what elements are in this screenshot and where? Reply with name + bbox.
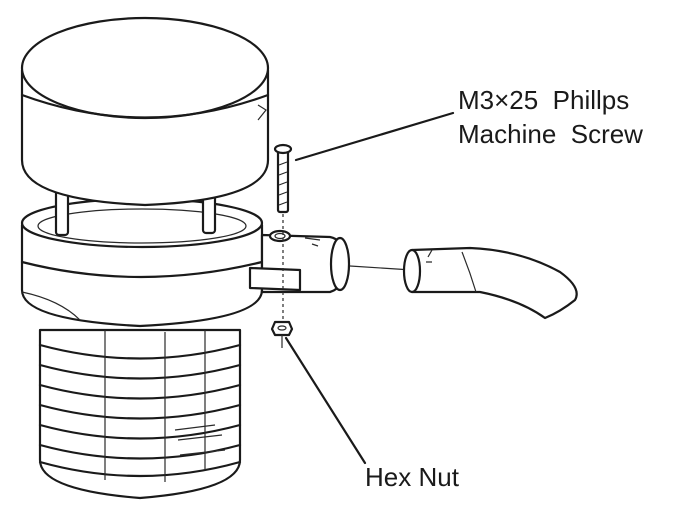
mounting-arm [402,246,578,320]
machine-screw [273,143,293,214]
screw-label-line1: M3×25 Phillps [458,85,630,115]
hex-nut [270,320,294,348]
mounting-bracket [248,229,351,294]
screw-leader-line [294,111,455,162]
arm-alignment-line [349,265,413,271]
louver-stack [38,328,242,500]
screw-label-line2: Machine Screw [458,119,643,149]
hex-nut-label: Hex Nut [365,462,459,492]
top-cap [20,16,270,207]
nut-leader-line [284,336,367,465]
